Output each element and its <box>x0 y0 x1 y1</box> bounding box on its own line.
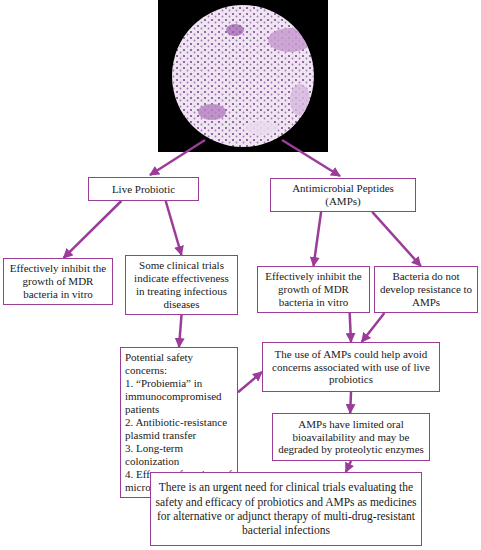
flow-arrow <box>64 201 122 258</box>
box-text: 3. Long-term colonization <box>125 442 233 468</box>
process-box: Some clinical trials indicate effectiven… <box>125 255 238 315</box>
flow-arrow <box>314 212 322 266</box>
flow-arrow <box>238 372 262 392</box>
process-box: The use of AMPs could help avoid concern… <box>262 342 440 392</box>
box-text: There is an urgent need for clinical tri… <box>155 480 417 538</box>
flow-arrow <box>346 461 351 472</box>
process-box: Effectively inhibit the growth of MDR ba… <box>3 258 113 305</box>
box-text: Live Probiotic <box>112 183 175 196</box>
box-text: Effectively inhibit the growth of MDR ba… <box>8 262 108 301</box>
box-text: Bacteria do not develop resistance to AM… <box>379 270 473 309</box>
micrograph-frame <box>158 0 328 152</box>
flow-arrow <box>179 315 182 347</box>
micrograph-field <box>170 4 316 148</box>
process-box: There is an urgent need for clinical tri… <box>150 472 422 546</box>
process-box: Antimicrobial Peptides (AMPs) <box>270 178 416 212</box>
flow-arrow <box>350 313 351 342</box>
box-text: AMPs have limited oral bioavailability a… <box>277 418 425 457</box>
box-text: Antimicrobial Peptides (AMPs) <box>275 182 411 208</box>
image-arrow <box>282 140 340 176</box>
box-text: Some clinical trials indicate effectiven… <box>130 259 233 311</box>
box-text: The use of AMPs could help avoid concern… <box>267 348 435 387</box>
flow-arrow <box>362 313 385 342</box>
flow-arrow <box>372 212 421 266</box>
box-text: 1. “Probiemia” in immunocompromised pati… <box>125 377 233 416</box>
box-text: Effectively inhibit the growth of MDR ba… <box>262 270 365 309</box>
box-heading: Potential safety concerns: <box>125 351 233 377</box>
box-text: 2. Antibiotic-resistance plasmid transfe… <box>125 416 233 442</box>
image-arrow <box>150 140 205 175</box>
process-box: Bacteria do not develop resistance to AM… <box>374 266 478 313</box>
process-box: AMPs have limited oral bioavailability a… <box>272 413 430 461</box>
flow-arrow <box>166 201 182 255</box>
flow-arrow <box>349 392 352 413</box>
process-box: Live Probiotic <box>88 177 199 201</box>
process-box: Effectively inhibit the growth of MDR ba… <box>257 266 370 313</box>
